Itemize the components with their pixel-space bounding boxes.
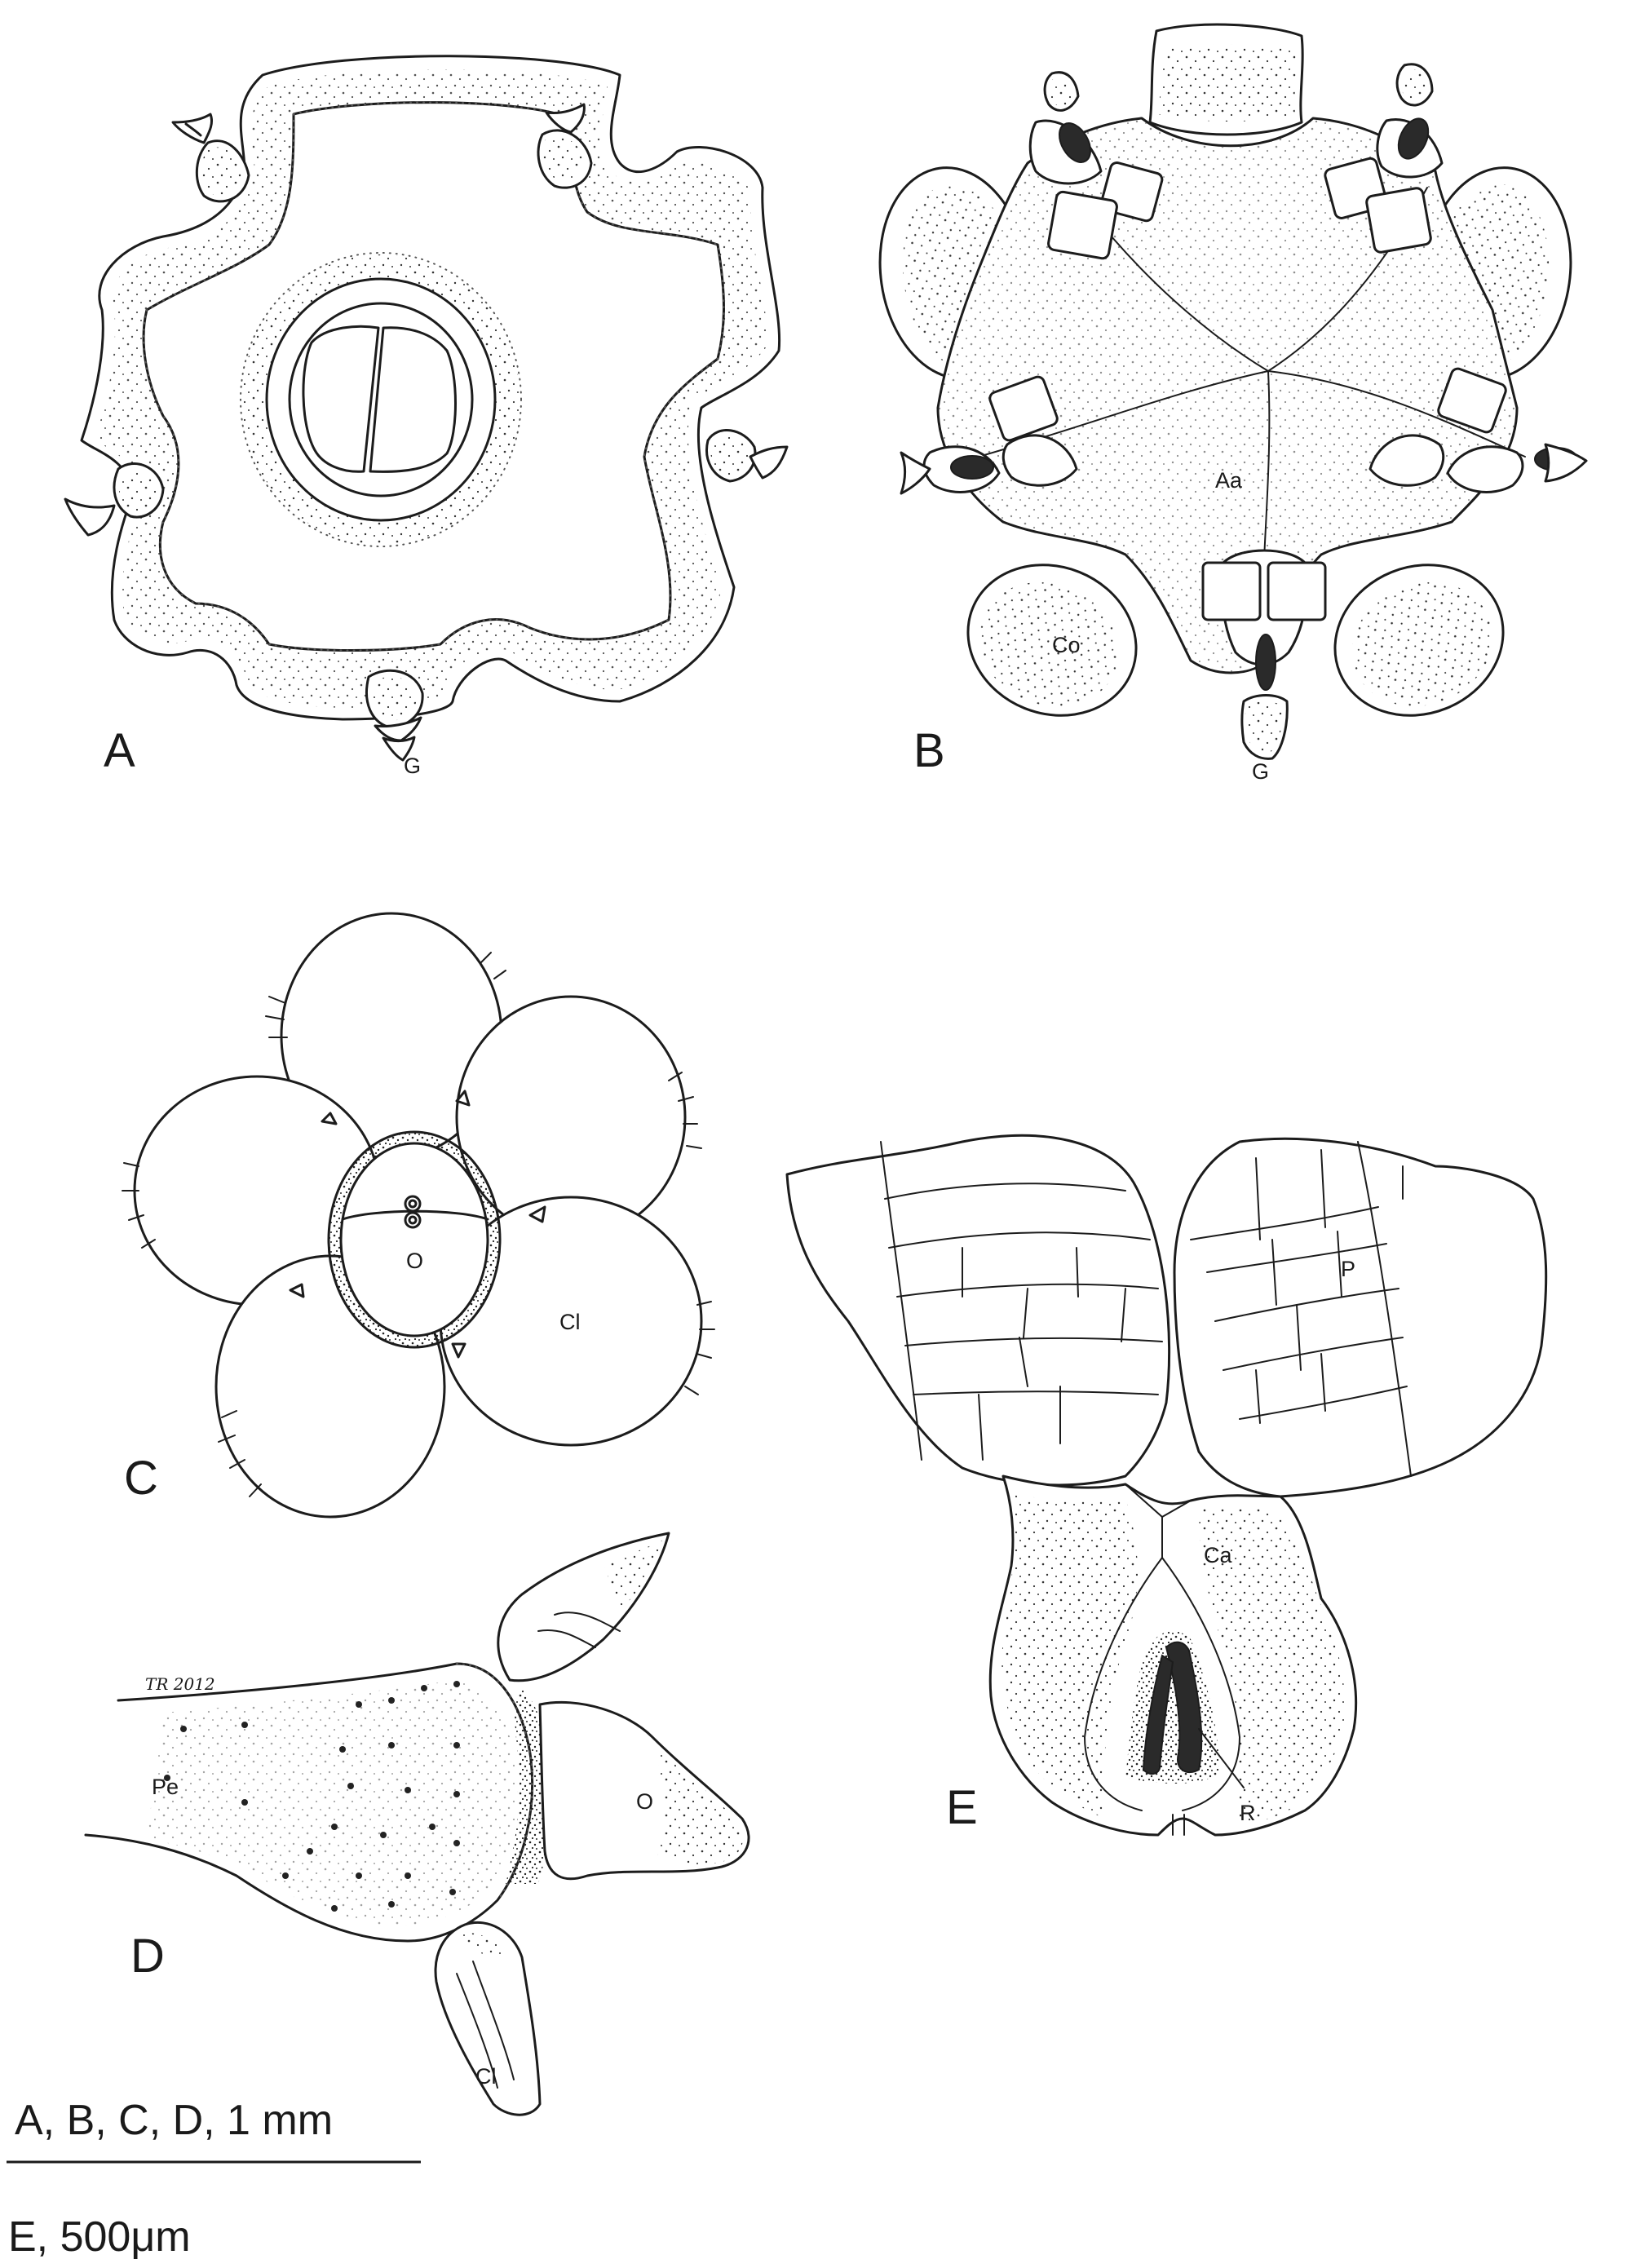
panel-d-label-pe: Pe [152,1775,179,1799]
panel-c-drawing: C O Cl [122,912,715,1519]
panel-d-label-cl: Cl [475,2064,497,2089]
panel-a-central-valve [302,325,380,473]
panel-d-letter: D [130,1930,165,1983]
panel-a-letter: A [104,724,135,777]
panel-e-letter: E [946,1781,978,1834]
panel-b-label-co: Co [1052,633,1081,657]
panel-b-drawing: B Aa Co G [878,23,1588,784]
panel-b-label-g: G [1252,759,1269,784]
panel-a-inner-dotted-boundary [143,101,725,652]
panel-b-arm-tip [1028,71,1164,260]
panel-c-label-cl: Cl [559,1310,581,1334]
scale-bars: A, B, C, D, 1 mm E, 500μm [7,2097,421,2261]
panel-c-label-o: O [406,1249,423,1273]
panel-c-letter: C [124,1452,158,1505]
panel-e-left-wing [785,1134,1171,1487]
panel-d-lower-clavule [434,1921,542,2116]
panel-a-label-g: G [404,754,421,778]
panel-e-label-ca: Ca [1204,1543,1232,1567]
panel-a-gonophore [171,113,250,203]
panel-e-label-r: R [1240,1801,1256,1825]
panel-d-drawing: TR 2012 D Pe O Cl [84,1532,750,2116]
panel-d-label-o: O [636,1789,653,1814]
panel-e-drawing: E P Ca R [785,1134,1548,1837]
panel-e-label-p: P [1341,1257,1355,1281]
panel-b-letter: B [913,724,945,777]
scale-bar-abcd-label: A, B, C, D, 1 mm [15,2097,333,2144]
panel-a-drawing: A G [64,55,789,778]
panel-b-label-aa: Aa [1215,468,1243,493]
scale-bar-e-label: E, 500μm [8,2213,191,2261]
panel-d-signature: TR 2012 [145,1674,215,1694]
